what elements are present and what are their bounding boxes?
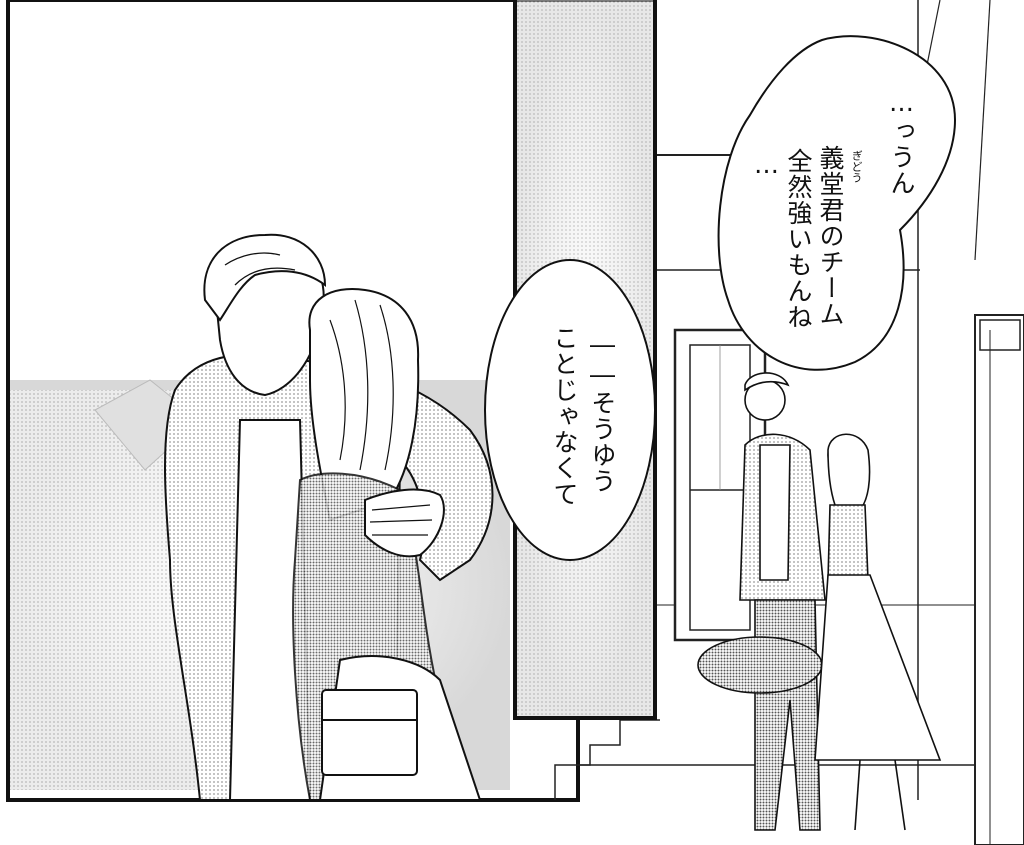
speech-bubble-left-shape	[484, 259, 656, 561]
speech-bubble-right-shape	[717, 35, 957, 371]
couple-walking	[697, 372, 942, 831]
dialogue-line: …っうん	[887, 88, 916, 196]
dialogue-line: ――そうゆう	[588, 330, 617, 494]
dialogue-line: 義堂君のチーム	[816, 145, 845, 327]
background-room	[580, 0, 1024, 845]
dialogue-line: ことじゃなくて	[550, 325, 579, 507]
couple-embracing	[164, 233, 494, 801]
furigana: ぎどう	[850, 150, 863, 183]
dialogue-line: 全然強いもんね	[784, 148, 813, 330]
dialogue-line: …	[752, 150, 781, 180]
